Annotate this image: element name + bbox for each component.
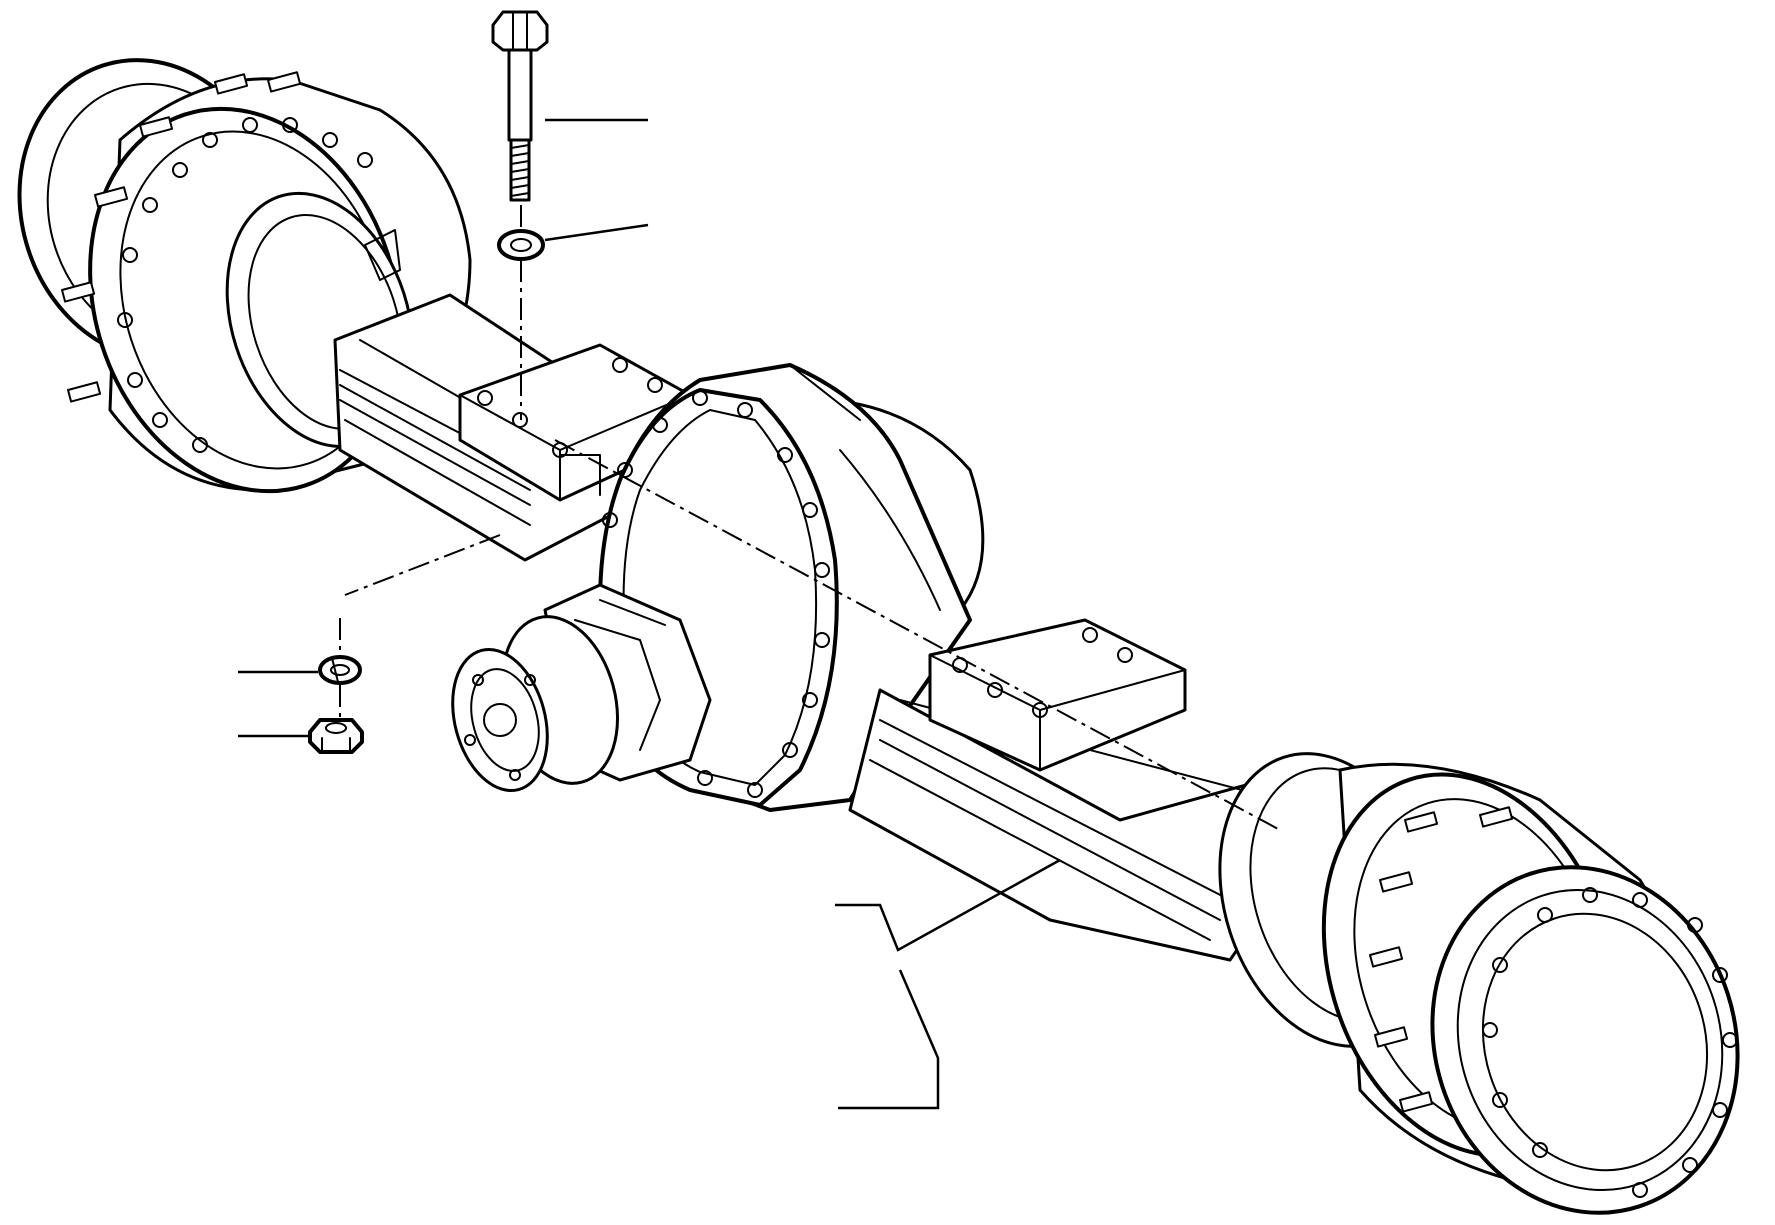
- hex-nut-icon: [308, 718, 364, 754]
- washer-icon: [497, 229, 545, 261]
- right-wheel-hub: [1218, 752, 1740, 1215]
- callout-leaders: [238, 118, 1061, 1110]
- center-lines: [339, 205, 1281, 831]
- right-spring-pad: [928, 618, 1187, 772]
- spring-washer-icon: [318, 655, 362, 685]
- hex-bolt-icon: [491, 10, 549, 202]
- callout-upper-washer: [544, 223, 649, 242]
- left-flange-bolt-holes: [117, 117, 373, 453]
- pinion-input-flange: [451, 583, 712, 793]
- left-wheel-studs: [61, 71, 302, 403]
- callout-axle-assembly-lower: [838, 969, 940, 1110]
- right-wheel-studs: [1368, 806, 1514, 1113]
- right-drum-bolt-holes: [1482, 887, 1738, 1198]
- callout-axle-assembly: [835, 858, 1061, 952]
